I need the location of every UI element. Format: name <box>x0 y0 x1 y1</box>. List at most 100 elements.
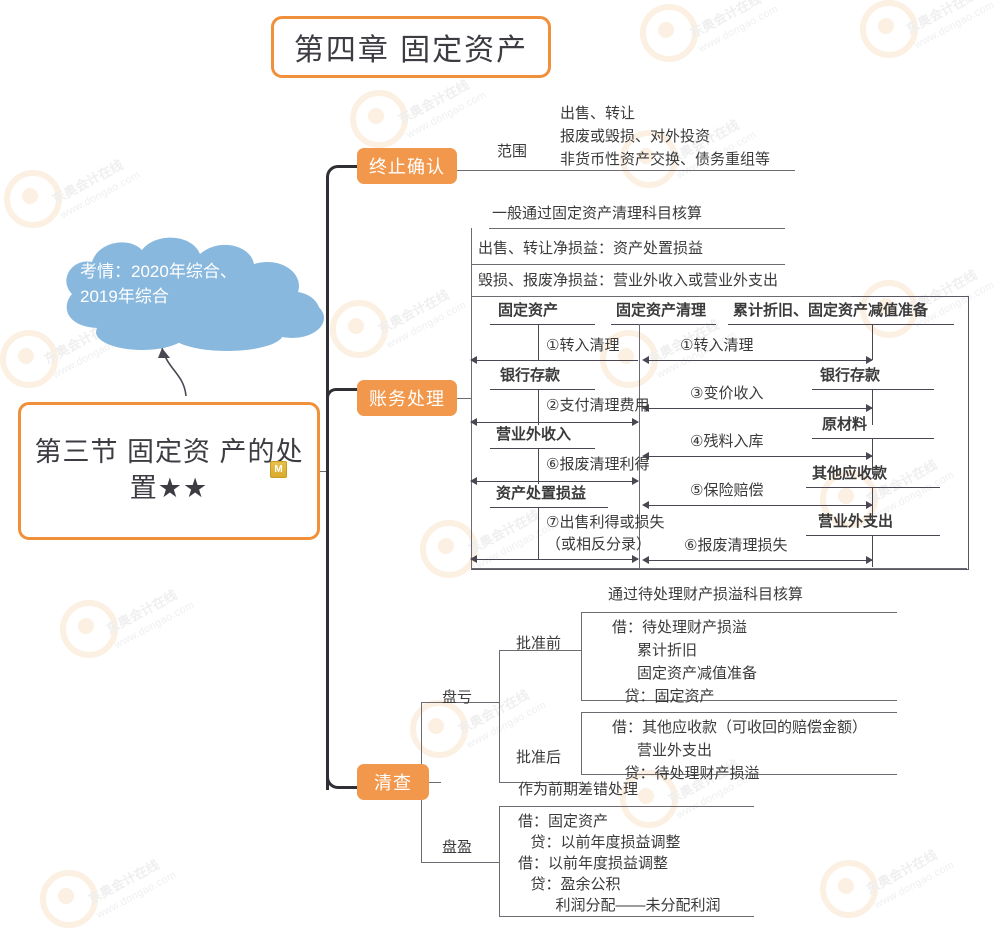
page-title-text: 第四章 固定资产 <box>293 34 529 67</box>
watermark-text: 东奥会计在线 <box>863 847 940 897</box>
ledger-right-entry-1: ③变价收入 <box>690 385 764 402</box>
watermark: 东奥会计在线 www.dongao.com <box>863 841 957 913</box>
after-approval-line <box>499 782 581 783</box>
before-approval-line-0: 借：待处理财产损溢 <box>612 619 748 636</box>
accounting-note0-underline <box>489 228 785 229</box>
arrowhead-right-0-r <box>866 356 873 364</box>
branch-inventory[interactable]: 清查 <box>357 764 429 800</box>
surplus-line-2: 借：以前年度损益调整 <box>518 855 669 872</box>
before-approval-label: 批准前 <box>516 635 562 652</box>
cloud-shape <box>66 237 324 351</box>
shortage-label: 盘亏 <box>442 689 473 706</box>
accounting-note-2: 毁损、报废净损益：营业外收入或营业外支出 <box>478 272 779 289</box>
arrow-right-4 <box>648 560 872 561</box>
watermark: 东奥会计在线 www.dongao.com <box>103 581 197 653</box>
branch-termination[interactable]: 终止确认 <box>357 148 457 184</box>
branch-termination-label: 终止确认 <box>369 157 445 177</box>
ledger-left-entry-4: （或相反分录） <box>546 536 652 553</box>
ledger-left-account-2: 资产处置损益 <box>496 485 587 502</box>
shortage-note: 通过待处理财产损溢科目核算 <box>608 586 804 603</box>
t-bar-left-2 <box>490 448 595 449</box>
termination-sublabel: 范围 <box>497 143 528 160</box>
ledger-header-center: 固定资产清理 <box>616 302 707 319</box>
arrow-right-2 <box>648 456 872 457</box>
arrowhead-right-4-l <box>642 556 649 564</box>
exam-note-line1: 考情：2020年综合、 <box>80 262 237 281</box>
termination-item-2: 非货币性资产交换、债务重组等 <box>560 151 771 168</box>
accounting-note-1: 出售、转让净损益：资产处置损益 <box>478 240 704 257</box>
after-approval-box-left <box>581 712 582 774</box>
watermark-url: www.dongao.com <box>464 698 549 751</box>
ledger-right-entry-4: ⑥报废清理损失 <box>684 537 788 554</box>
branch-accounting[interactable]: 账务处理 <box>357 380 457 416</box>
main-topic-line1: 第三节 固定资 <box>34 437 211 468</box>
watermark-ring <box>820 860 878 918</box>
termination-item-1: 报废或毁损、对外投资 <box>560 128 711 145</box>
shortage-sub-spine <box>499 650 500 782</box>
surplus-line-1: 贷：以前年度损益调整 <box>518 834 681 851</box>
main-topic-text: 第三节 固定资 产的处置★★ <box>21 435 317 506</box>
arrowhead-left-0 <box>470 356 477 364</box>
accounting-note2-underline <box>471 296 851 297</box>
arrowhead-left-3-r <box>632 555 639 563</box>
watermark-url: www.dongao.com <box>112 598 197 651</box>
before-approval-line <box>499 650 581 651</box>
arrowhead-left-3-l <box>470 555 477 563</box>
ledger-left-account-1: 营业外收入 <box>496 426 572 443</box>
arrowhead-left-2-r <box>632 477 639 485</box>
cloud-connector <box>158 347 187 397</box>
branch-accounting-label: 账务处理 <box>369 389 445 409</box>
surplus-box-bottom <box>499 916 754 917</box>
watermark-ring <box>4 170 62 228</box>
watermark: 东奥会计在线 www.dongao.com <box>395 71 489 143</box>
surplus-line-0: 借：固定资产 <box>518 813 609 830</box>
trunk-bottom-elbow <box>326 762 357 789</box>
watermark-ring <box>860 0 918 58</box>
arrowhead-right-3-l <box>642 501 649 509</box>
accounting-spine <box>471 228 472 568</box>
ledger-right-account-3: 营业外支出 <box>818 513 894 530</box>
t-bar-left-3 <box>490 507 608 508</box>
watermark: 东奥会计在线 www.dongao.com <box>375 281 469 353</box>
after-approval-line-0: 借：其他应收款（可收回的赔偿金额） <box>612 719 868 736</box>
watermark-ring <box>350 90 408 148</box>
t-bar-left-0 <box>490 324 595 325</box>
watermark-url: www.dongao.com <box>58 168 143 221</box>
before-approval-box-bottom <box>581 700 897 701</box>
termination-item-0: 出售、转让 <box>560 105 636 122</box>
t-stem-left-0 <box>538 324 539 360</box>
watermark-ring <box>60 600 118 658</box>
main-topic-node: 第三节 固定资 产的处置★★ <box>18 402 320 540</box>
arrow-left-0 <box>476 360 638 361</box>
watermark-ring <box>40 870 98 928</box>
watermark: 东奥会计在线 www.dongao.com <box>665 111 759 183</box>
arrow-left-3 <box>476 559 638 560</box>
exam-note-line2: 2019年综合 <box>80 286 169 306</box>
ledger-right-entry-2: ④残料入库 <box>690 433 764 450</box>
before-approval-line-3: 贷：固定资产 <box>612 688 715 705</box>
ledger-header-left: 固定资产 <box>498 302 559 319</box>
ledger-left-entry-1: ②支付清理费用 <box>546 397 650 414</box>
watermark-text: 东奥会计在线 <box>103 587 180 637</box>
arrow-right-3 <box>648 505 872 506</box>
t-bar-right-0 <box>728 324 954 325</box>
arrow-right-0 <box>648 360 872 361</box>
watermark-url: www.dongao.com <box>404 88 489 141</box>
t-stem-left-1 <box>538 389 539 425</box>
arrowhead-right-0-l <box>642 356 649 364</box>
t-bar-right-1 <box>812 389 934 390</box>
after-approval-line-1: 营业外支出 <box>612 742 713 759</box>
shortage-note-underline <box>581 612 897 613</box>
watermark: 东奥会计在线 www.dongao.com <box>903 0 996 53</box>
m-badge-icon: M <box>270 461 287 478</box>
t-bar-left-1 <box>490 389 595 390</box>
accounting-stub <box>457 398 471 399</box>
watermark-url: www.dongao.com <box>384 298 469 351</box>
arrowhead-right-4-r <box>866 556 873 564</box>
ledger-left-entry-3: ⑦出售利得或损失 <box>546 514 665 531</box>
trunk-top-elbow <box>326 165 357 192</box>
page-title: 第四章 固定资产 <box>271 16 551 78</box>
t-bar-right-4 <box>806 535 940 536</box>
main-topic-line2: 产的处置★★ <box>129 437 304 503</box>
exam-note-cloud: 考情：2020年综合、 2019年综合 <box>42 236 352 351</box>
